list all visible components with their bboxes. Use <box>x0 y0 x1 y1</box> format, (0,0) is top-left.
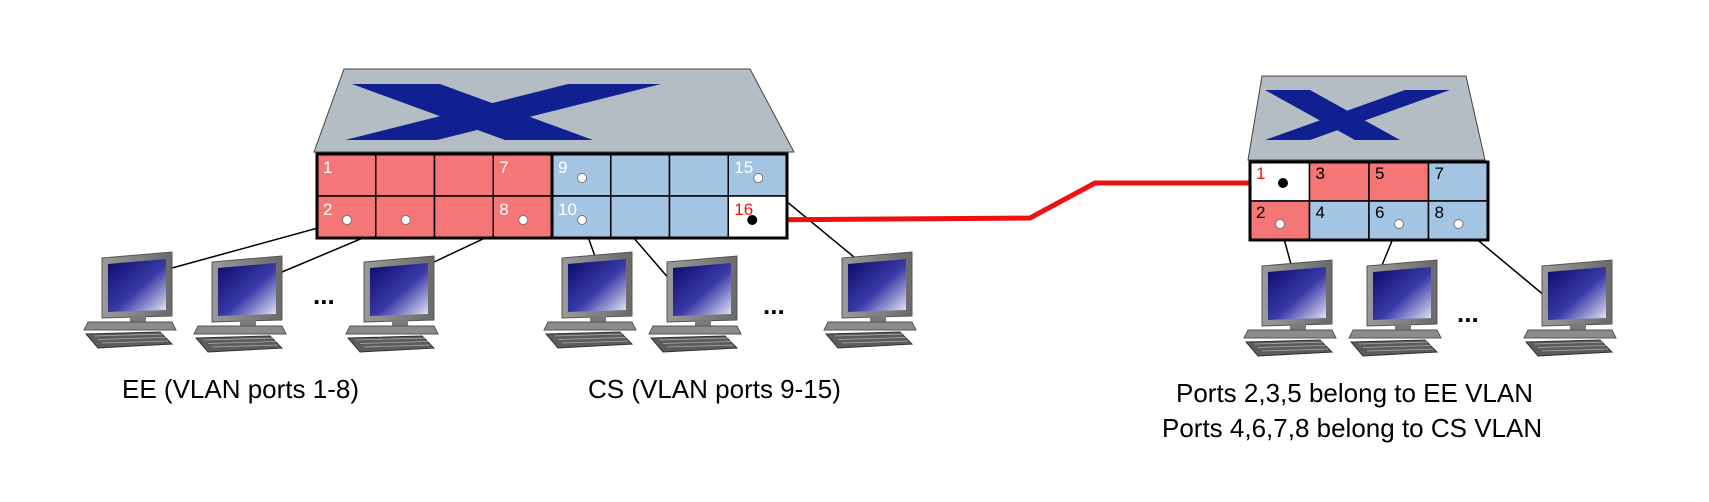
port-cell <box>433 153 494 197</box>
port-connector <box>753 173 764 183</box>
port-label: 8 <box>499 200 508 219</box>
right-port-2: 2 <box>1249 200 1311 241</box>
port-label: 1 <box>1256 164 1265 183</box>
left-port-14 <box>610 195 671 239</box>
port-connector <box>747 215 758 225</box>
port-label: 5 <box>1375 164 1384 183</box>
right-port-1: 1 <box>1249 161 1311 202</box>
left-port-7 <box>668 153 729 197</box>
port-label: 7 <box>499 158 508 177</box>
port-label: 9 <box>558 158 567 177</box>
trunk-link <box>752 180 1283 223</box>
right-hosts-ellipsis: ... <box>1457 298 1479 328</box>
port-cell <box>492 153 553 197</box>
computer-icon <box>543 251 637 349</box>
right-caption-line-2: Ports 4,6,7,8 belong to CS VLAN <box>1162 413 1543 443</box>
port-cell <box>727 195 788 239</box>
left-switch: 1 7 9 15 2 8 10 16 <box>313 68 795 240</box>
port-cell <box>668 153 729 197</box>
left-port-5: 9 <box>551 153 612 197</box>
cs-vlan-caption: CS (VLAN ports 9-15) <box>588 374 841 404</box>
left-switch-port-panel: 1 7 9 15 2 8 10 16 <box>315 152 789 240</box>
port-connector <box>518 215 529 225</box>
left-port-6 <box>610 153 671 197</box>
port-label: 16 <box>734 200 753 219</box>
cs-hosts-ellipsis: ... <box>763 290 785 320</box>
computer-icon <box>345 255 439 353</box>
port-connector <box>577 215 587 225</box>
left-port-8: 15 <box>727 153 788 197</box>
port-label: 15 <box>734 158 753 177</box>
computer-icon <box>648 255 742 353</box>
port-cell <box>610 195 671 239</box>
left-port-13: 10 <box>551 195 612 239</box>
port-cell <box>610 153 671 197</box>
port-cell <box>433 195 494 239</box>
port-cell <box>1308 161 1370 202</box>
port-label: 3 <box>1316 164 1325 183</box>
right-port-panel-border <box>1248 160 1490 242</box>
port-connector <box>1394 219 1404 229</box>
left-port-9: 2 <box>316 195 377 239</box>
port-cell <box>1308 200 1370 241</box>
right-switch-x-icon <box>1265 90 1450 140</box>
port-connector <box>1275 219 1285 229</box>
left-port-15 <box>668 195 729 239</box>
right-port-6: 6 <box>1368 200 1430 241</box>
right-switch-port-panel: 1 3 5 7 2 4 6 8 <box>1248 160 1490 242</box>
computer-icon <box>1523 259 1617 357</box>
port-cell <box>375 153 436 197</box>
port-cell <box>668 195 729 239</box>
right-port-4: 4 <box>1308 200 1370 241</box>
computer-icon <box>193 255 287 353</box>
port-label: 6 <box>1375 203 1384 222</box>
port-label: 1 <box>323 158 332 177</box>
computer-icon <box>823 251 917 349</box>
port-cell <box>1427 161 1489 202</box>
computer-icon <box>1243 259 1337 357</box>
left-port-4: 7 <box>492 153 553 197</box>
left-port-11 <box>433 195 494 239</box>
hosts <box>83 251 1617 357</box>
port-label: 2 <box>1256 203 1265 222</box>
port-connector <box>1278 178 1288 188</box>
computer-icon <box>1348 259 1442 357</box>
right-caption-line-1: Ports 2,3,5 belong to EE VLAN <box>1176 378 1533 408</box>
port-connector <box>400 215 411 225</box>
left-switch-x-icon <box>345 84 661 140</box>
left-port-12: 8 <box>492 195 553 239</box>
left-port-2 <box>375 153 436 197</box>
right-port-8: 8 <box>1427 200 1489 241</box>
port-connector <box>1453 219 1464 229</box>
right-switch: 1 3 5 7 2 4 6 8 <box>1247 75 1490 242</box>
port-label: 8 <box>1435 203 1444 222</box>
ee-vlan-caption: EE (VLAN ports 1-8) <box>122 374 359 404</box>
left-port-16: 16 <box>727 195 788 239</box>
right-port-7: 7 <box>1427 161 1489 202</box>
port-label: 2 <box>323 200 332 219</box>
port-connector <box>342 215 352 225</box>
port-label: 7 <box>1435 164 1444 183</box>
left-port-3 <box>433 153 494 197</box>
left-port-10 <box>375 195 436 239</box>
right-port-5: 5 <box>1368 161 1430 202</box>
computer-icon <box>83 251 177 349</box>
port-label: 4 <box>1316 203 1325 222</box>
port-connector <box>577 173 587 183</box>
port-label: 10 <box>558 200 577 219</box>
right-port-3: 3 <box>1308 161 1370 202</box>
ee-hosts-ellipsis: ... <box>313 280 335 310</box>
left-port-1: 1 <box>316 153 377 197</box>
